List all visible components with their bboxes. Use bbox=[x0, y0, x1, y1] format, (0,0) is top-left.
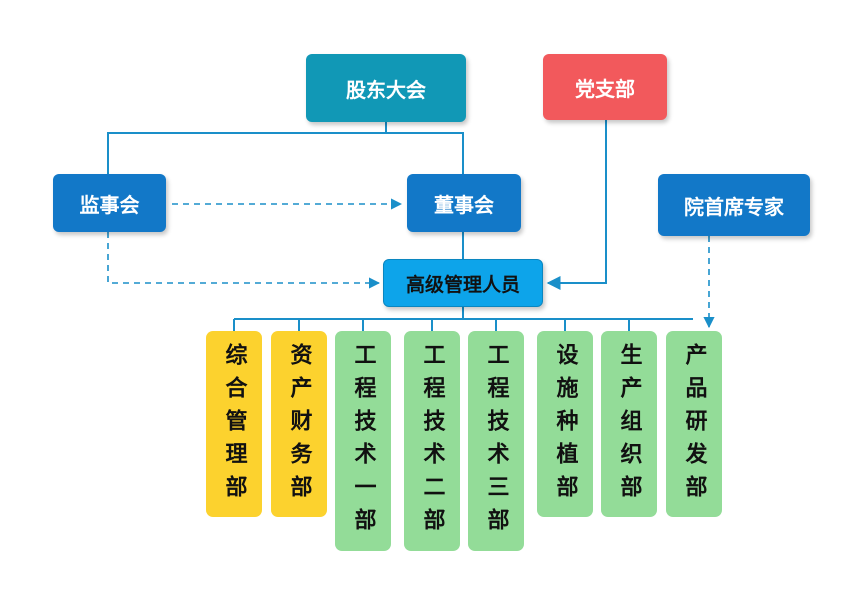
senior-management-label: 高级管理人员 bbox=[405, 273, 520, 296]
connector-supervisory-to-management bbox=[107, 232, 381, 289]
supervisory-board-box: 监事会 bbox=[53, 174, 166, 232]
department-label: 工程技术一部 bbox=[350, 343, 376, 541]
chief-expert-label: 院首席专家 bbox=[684, 194, 784, 219]
party-branch-box: 党支部 bbox=[543, 54, 667, 120]
senior-management-box: 高级管理人员 bbox=[383, 259, 543, 307]
department-label: 生产组织部 bbox=[616, 343, 642, 508]
department-product-development: 产品研发部 bbox=[666, 331, 722, 517]
department-label: 资产财务部 bbox=[286, 343, 312, 508]
party-branch-label: 党支部 bbox=[575, 76, 635, 101]
department-facility-planting: 设施种植部 bbox=[537, 331, 593, 517]
supervisory-board-label: 监事会 bbox=[79, 192, 140, 217]
board-of-directors-label: 董事会 bbox=[434, 192, 494, 217]
department-asset-finance: 资产财务部 bbox=[271, 331, 327, 517]
department-production-organization: 生产组织部 bbox=[601, 331, 657, 517]
department-label: 设施种植部 bbox=[552, 343, 578, 508]
department-general-management: 综合管理部 bbox=[206, 331, 262, 517]
chief-expert-box: 院首席专家 bbox=[658, 174, 810, 236]
shareholders-meeting-box: 股东大会 bbox=[306, 54, 466, 122]
department-label: 工程技术三部 bbox=[483, 343, 509, 541]
shareholders-meeting-label: 股东大会 bbox=[346, 77, 426, 102]
department-engineering-1: 工程技术一部 bbox=[335, 331, 391, 551]
connector-shareholders-branch bbox=[107, 132, 464, 174]
department-connector-ticks bbox=[233, 319, 630, 331]
connector-party-to-management bbox=[546, 120, 607, 290]
department-label: 综合管理部 bbox=[221, 343, 247, 508]
department-engineering-3: 工程技术三部 bbox=[468, 331, 524, 551]
department-engineering-2: 工程技术二部 bbox=[404, 331, 460, 551]
department-label: 产品研发部 bbox=[681, 343, 707, 508]
board-of-directors-box: 董事会 bbox=[407, 174, 521, 232]
department-label: 工程技术二部 bbox=[419, 343, 445, 541]
